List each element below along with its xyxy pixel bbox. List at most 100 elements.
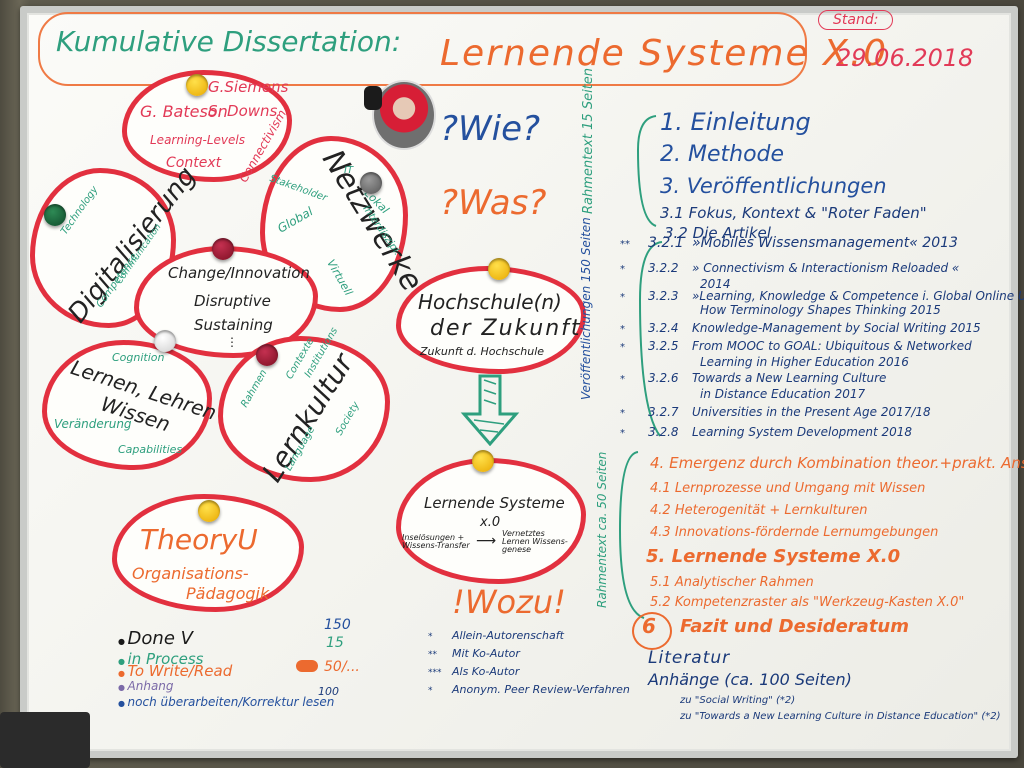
cloud-theories-context: Context (166, 155, 222, 171)
cloud-theoryu-sub2: Pädagogik (186, 584, 270, 603)
authorship-item: *Anonym. Peer Review-Verfahren (428, 684, 630, 696)
legend-count-2: 15 (326, 635, 344, 651)
authorship-item: ***Als Ko-Autor (428, 666, 519, 678)
cloud-lernende-left: Inselösungen + Wissens-Transfer (402, 533, 470, 550)
title-left: Kumulative Dissertation: (56, 25, 402, 58)
cloud-lernen (42, 340, 212, 470)
article-mark: * (620, 428, 625, 439)
legend-item: ● To Write/Read (118, 664, 232, 679)
article-row: in Distance Education 2017 (700, 388, 865, 400)
question-was: ?Was? (440, 183, 547, 223)
toc-item-3-1: 3.1 Fokus, Kontext & "Roter Faden" (660, 204, 927, 222)
legend-bullet-icon: ● (118, 699, 128, 708)
toc-anhaenge: Anhänge (ca. 100 Seiten) (648, 670, 852, 689)
authorship-item: *Allein-Autorenschaft (428, 630, 564, 642)
title-frame (38, 12, 807, 86)
toc-item-4-2: 4.2 Heterogenität + Lernkulturen (650, 503, 868, 518)
cloud-lernende-right: Vernetztes Lernen Wissens-genese (502, 529, 568, 554)
toc-item-4-3: 4.3 Innovations-fördernde Lernumgebungen (650, 525, 939, 540)
section-brackets (618, 115, 663, 619)
magnet-grey (360, 172, 382, 194)
cloud-hochschule-zukunft: der Zukunft (430, 316, 582, 341)
authorship-label: Mit Ko-Autor (452, 647, 520, 660)
cloud-hochschule (396, 266, 586, 374)
cloud-lernende-title: Lernende Systeme (424, 494, 565, 512)
article-number: 3.2.3 (648, 289, 679, 303)
authorship-mark: ** (428, 650, 437, 660)
down-arrow-icon (460, 374, 520, 446)
cloud-lernkultur (218, 336, 390, 482)
toc-anhang-2: zu "Towards a New Learning Culture in Di… (680, 711, 1001, 722)
cloud-theories-levels: Learning-Levels (150, 133, 245, 147)
toc-item-3-2: 3.2 Die Artikel (664, 224, 771, 242)
toc-item-4-1: 4.1 Lernprozesse und Umgang mit Wissen (650, 481, 926, 496)
article-number: 3.2.5 (648, 339, 679, 353)
legend-bullet-icon: ● (118, 669, 128, 678)
legend-bullet-icon: ● (118, 657, 128, 666)
article-number: 3.2.8 (648, 425, 679, 439)
authorship-label: Allein-Autorenschaft (452, 629, 564, 642)
cloud-hochschule-title: Hochschule(n) (418, 290, 562, 314)
toc-item-2: 2. Methode (660, 142, 785, 167)
article-row: *3.2.3»Learning, Knowledge & Competence … (620, 290, 1024, 303)
article-title: »Mobiles Wissensmanagement« 2013 (692, 235, 958, 251)
legend-count-3: 50/... (324, 659, 360, 675)
article-row: **3.2.1»Mobiles Wissensmanagement« 2013 (620, 236, 958, 250)
article-row: How Terminology Shapes Thinking 2015 (700, 304, 941, 316)
article-number: 3.2.6 (648, 371, 679, 385)
article-number: 3.2.2 (648, 261, 679, 275)
cloud-theories-siemens: G.Siemens (208, 78, 289, 96)
date: 29.06.2018 (836, 44, 974, 72)
article-title: Universities in the Present Age 2017/18 (692, 405, 931, 419)
circle-six (632, 612, 672, 650)
label-rahmentext-bottom: Rahmentext ca. 50 Seiten (595, 451, 609, 608)
cloud-change-disruptive: Disruptive (194, 292, 271, 310)
authorship-mark: * (428, 686, 433, 696)
article-row: Learning in Higher Education 2016 (700, 356, 909, 368)
question-wie: ?Wie? (440, 109, 541, 149)
cloud-change-more: ⋮ (226, 335, 238, 349)
title-right: Lernende Systeme X.0 (440, 33, 889, 74)
article-row: 2014 (700, 278, 731, 290)
cloud-change-sustaining: Sustaining (194, 316, 273, 334)
article-title: »Learning, Knowledge & Competence i. Glo… (692, 289, 1024, 303)
question-wozu: !Wozu! (452, 583, 566, 621)
authorship-item: ** Mit Ko-Autor (428, 648, 520, 660)
legend-label: noch überarbeiten/Korrektur lesen (127, 695, 335, 709)
article-number: 3.2.4 (648, 321, 679, 335)
toc-literatur: Literatur (648, 648, 731, 668)
article-title: From MOOC to GOAL: Ubiquitous & Networke… (692, 339, 972, 353)
article-number: 3.2.1 (648, 235, 684, 251)
cloud-theoryu-sub: Organisations- (132, 564, 249, 583)
cloud-theories-bateson: G. Bateson (140, 102, 228, 121)
magnet-red-2 (256, 344, 278, 366)
article-title: » Connectivism & Interactionism Reloaded… (692, 261, 960, 275)
label-veroeffentlichungen: Veröffentlichungen 150 Seiten (579, 217, 593, 400)
article-title: Learning in Higher Education 2016 (700, 355, 909, 369)
legend-label: To Write/Read (127, 662, 233, 680)
article-mark: * (620, 408, 625, 419)
cloud-theories-downs: S. Downs (208, 102, 278, 120)
magnet-yellow-3 (472, 450, 494, 472)
legend-count-4: 100 (318, 685, 339, 698)
cloud-netzwerke (260, 136, 408, 312)
cloud-hochschule-sub: Zukunft d. Hochschule (420, 345, 545, 358)
avatar-photo (372, 80, 436, 150)
article-title: Learning System Development 2018 (692, 425, 913, 439)
cloud-theoryu-title: TheoryU (140, 523, 258, 556)
legend-bullet-icon: ● (118, 683, 128, 692)
toc-item-5-1: 5.1 Analytischer Rahmen (650, 575, 814, 590)
article-title: Knowledge-Management by Social Writing 2… (692, 321, 981, 335)
article-number: 3.2.7 (648, 405, 679, 419)
legend-label: Anhang (127, 679, 174, 693)
cloud-change-title: Change/Innovation (168, 264, 310, 282)
black-magnet (364, 86, 382, 110)
legend-item: ● noch überarbeiten/Korrektur lesen (118, 696, 334, 708)
authorship-label: Als Ko-Autor (452, 665, 520, 678)
article-mark: * (620, 342, 625, 353)
netzwerke-tag-it: IT (344, 165, 354, 176)
article-mark: * (620, 374, 625, 385)
article-title: How Terminology Shapes Thinking 2015 (700, 303, 941, 317)
article-mark: * (620, 264, 625, 275)
